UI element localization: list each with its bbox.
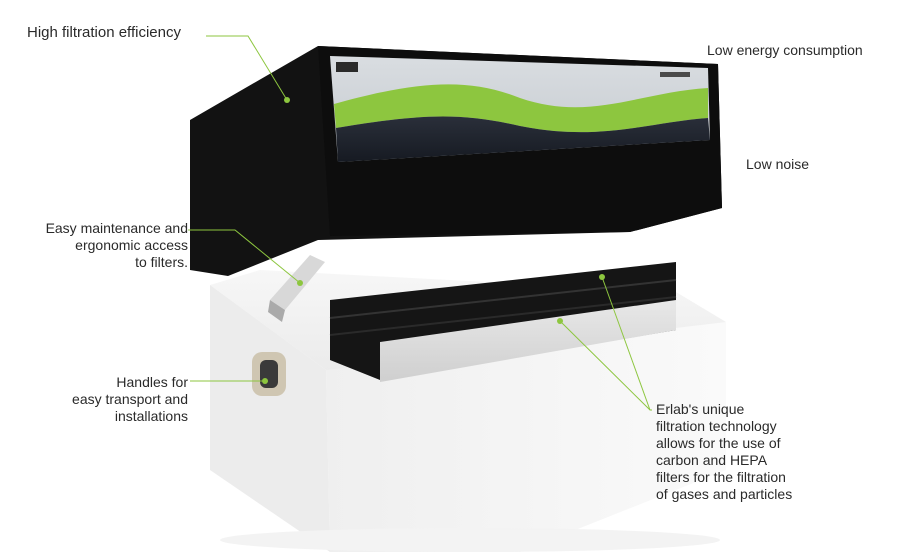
lower-unit	[329, 262, 677, 382]
callout-low-energy: Low energy consumption	[707, 42, 863, 58]
callout-lines	[188, 35, 652, 411]
callout-maintenance: Easy maintenance and ergonomic access to…	[45, 220, 188, 270]
callout-high-filtration: High filtration efficiency	[27, 24, 181, 41]
handle-recess	[252, 352, 286, 396]
callout-low-noise: Low noise	[746, 156, 810, 172]
callout-erlab-technology: Erlab's unique filtration technology all…	[656, 401, 793, 502]
callout-dots	[262, 97, 605, 384]
callout-handles: Handles for easy transport and installat…	[72, 374, 188, 424]
raised-hood	[190, 46, 722, 276]
